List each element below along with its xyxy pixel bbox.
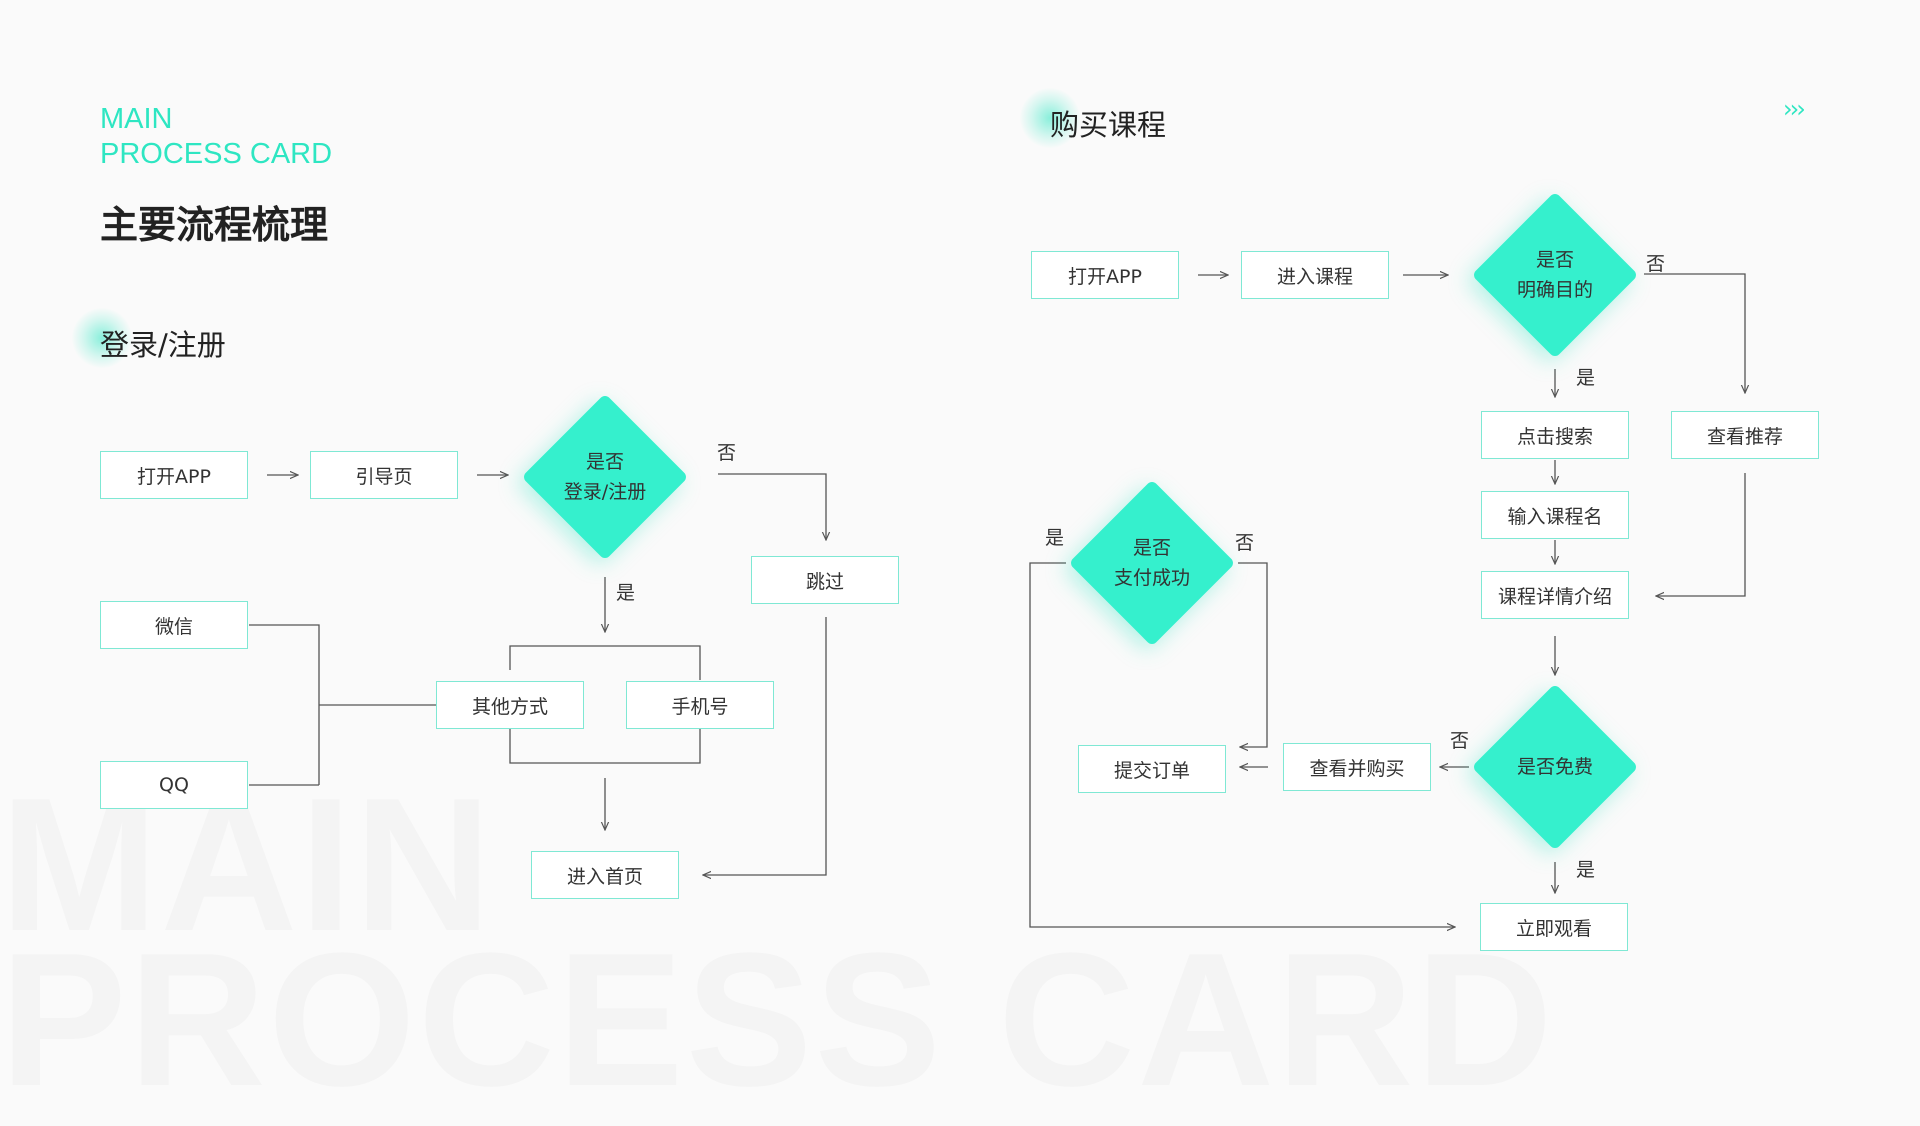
goal-no-label: 否	[1646, 253, 1666, 275]
guide-page-box: 引导页	[310, 451, 458, 499]
diamond-text: 是否免费	[1472, 684, 1638, 850]
input-course-name-box: 输入课程名	[1481, 491, 1629, 539]
brand-line-2: PROCESS CARD	[100, 138, 333, 170]
qq-box: QQ	[100, 761, 248, 809]
click-search-box: 点击搜索	[1481, 411, 1629, 459]
flow-connectors	[249, 0, 1920, 1080]
chevron-right-icon[interactable]: ›››	[1783, 95, 1806, 123]
wechat-box: 微信	[100, 601, 248, 649]
enter-course-box: 进入课程	[1241, 251, 1389, 299]
submit-order-box: 提交订单	[1078, 745, 1226, 793]
glow-dot-icon	[1020, 88, 1080, 148]
bracket-top	[509, 645, 701, 680]
arrow-recommend-to-detail	[1656, 473, 1746, 596]
login-no-label: 否	[717, 442, 737, 464]
glow-dot-icon	[72, 308, 132, 368]
free-yes-label: 是	[1576, 859, 1596, 881]
free-decision-diamond: 是否免费	[1471, 683, 1639, 851]
diamond-text: 是否 明确目的	[1472, 192, 1638, 358]
purchase-open-app-box: 打开APP	[1031, 251, 1179, 299]
goal-decision-diamond: 是否 明确目的	[1471, 191, 1639, 359]
login-open-app-box: 打开APP	[100, 451, 248, 499]
other-method-box: 其他方式	[436, 681, 584, 729]
skip-box: 跳过	[751, 556, 899, 604]
arrow-no-to-recommend	[1644, 273, 1745, 393]
pay-yes-label: 是	[1045, 527, 1065, 549]
login-decision-diamond: 是否 登录/注册	[521, 393, 689, 561]
arrow-pay-no-to-submit	[1238, 562, 1268, 747]
brand-block: MAIN PROCESS CARD	[100, 102, 332, 172]
free-no-label: 否	[1450, 730, 1470, 752]
course-detail-box: 课程详情介绍	[1481, 571, 1629, 619]
goal-yes-label: 是	[1576, 367, 1596, 389]
phone-box: 手机号	[626, 681, 774, 729]
view-and-buy-box: 查看并购买	[1283, 743, 1431, 791]
decision-line-1: 是否	[585, 451, 624, 473]
decision-line-2: 支付成功	[1113, 567, 1190, 589]
arrow-pay-yes-to-watch	[1029, 562, 1455, 927]
diamond-text: 是否 登录/注册	[522, 394, 688, 560]
pay-decision-diamond: 是否 支付成功	[1068, 479, 1236, 647]
decision-line-1: 是否	[1132, 537, 1171, 559]
enter-home-box: 进入首页	[531, 851, 679, 899]
decision-line-2: 登录/注册	[563, 481, 647, 503]
line-wechat	[249, 624, 320, 785]
view-recommend-box: 查看推荐	[1671, 411, 1819, 459]
decision-line-1: 是否	[1535, 249, 1574, 271]
page-title: 主要流程梳理	[100, 203, 329, 247]
login-yes-label: 是	[616, 582, 636, 604]
pay-no-label: 否	[1235, 532, 1255, 554]
diamond-text: 是否 支付成功	[1069, 480, 1235, 646]
watch-now-box: 立即观看	[1480, 903, 1628, 951]
arrow-no-to-skip	[718, 473, 826, 540]
bracket-bottom	[509, 729, 701, 764]
decision-line-2: 明确目的	[1516, 279, 1593, 301]
brand-line-1: MAIN	[100, 103, 173, 135]
section-title-purchase: 购买课程	[1050, 108, 1167, 142]
arrow-skip-to-home	[703, 617, 827, 875]
section-title-login: 登录/注册	[100, 328, 226, 362]
decision-line-1: 是否免费	[1516, 756, 1593, 778]
